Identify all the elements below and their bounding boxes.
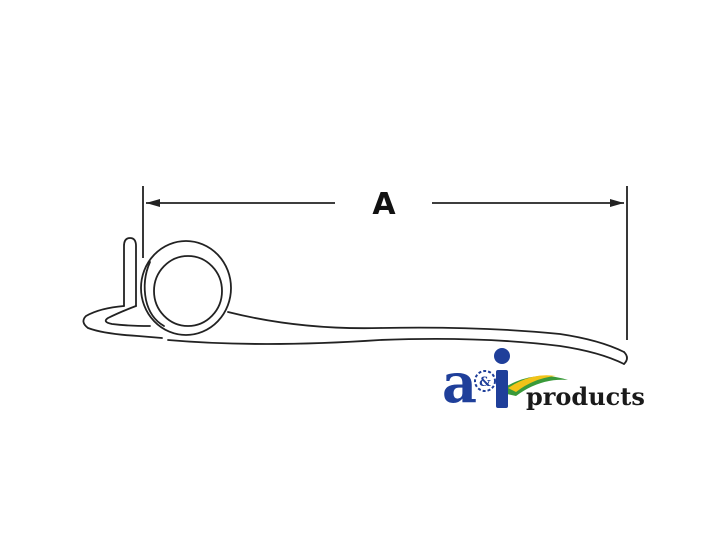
tine-hook — [82, 305, 163, 339]
coil-wrap — [143, 261, 165, 327]
coil-outer — [140, 240, 232, 336]
tine-body-top — [227, 311, 625, 353]
logo-swoosh-yellow — [508, 375, 556, 392]
logo-ampersand: & — [479, 375, 491, 390]
logo-gear-icon — [474, 370, 496, 392]
logo-letter-a: a — [442, 351, 477, 415]
logo-letter-i-dot — [494, 348, 510, 364]
tine-body-bottom — [167, 337, 625, 365]
coil-inner — [153, 255, 223, 327]
left-arrow-icon — [146, 199, 160, 207]
logo-wordmark: products — [526, 382, 645, 411]
tine-hook-inner — [104, 305, 151, 327]
right-arrow-icon — [610, 199, 624, 207]
tine-leg — [123, 237, 137, 307]
tine-tip — [623, 351, 628, 365]
spring-tine-part — [82, 237, 628, 365]
ai-products-logo: a & products — [442, 348, 645, 415]
logo-letter-i-stem — [496, 370, 508, 408]
dimension-label: A — [372, 187, 396, 222]
